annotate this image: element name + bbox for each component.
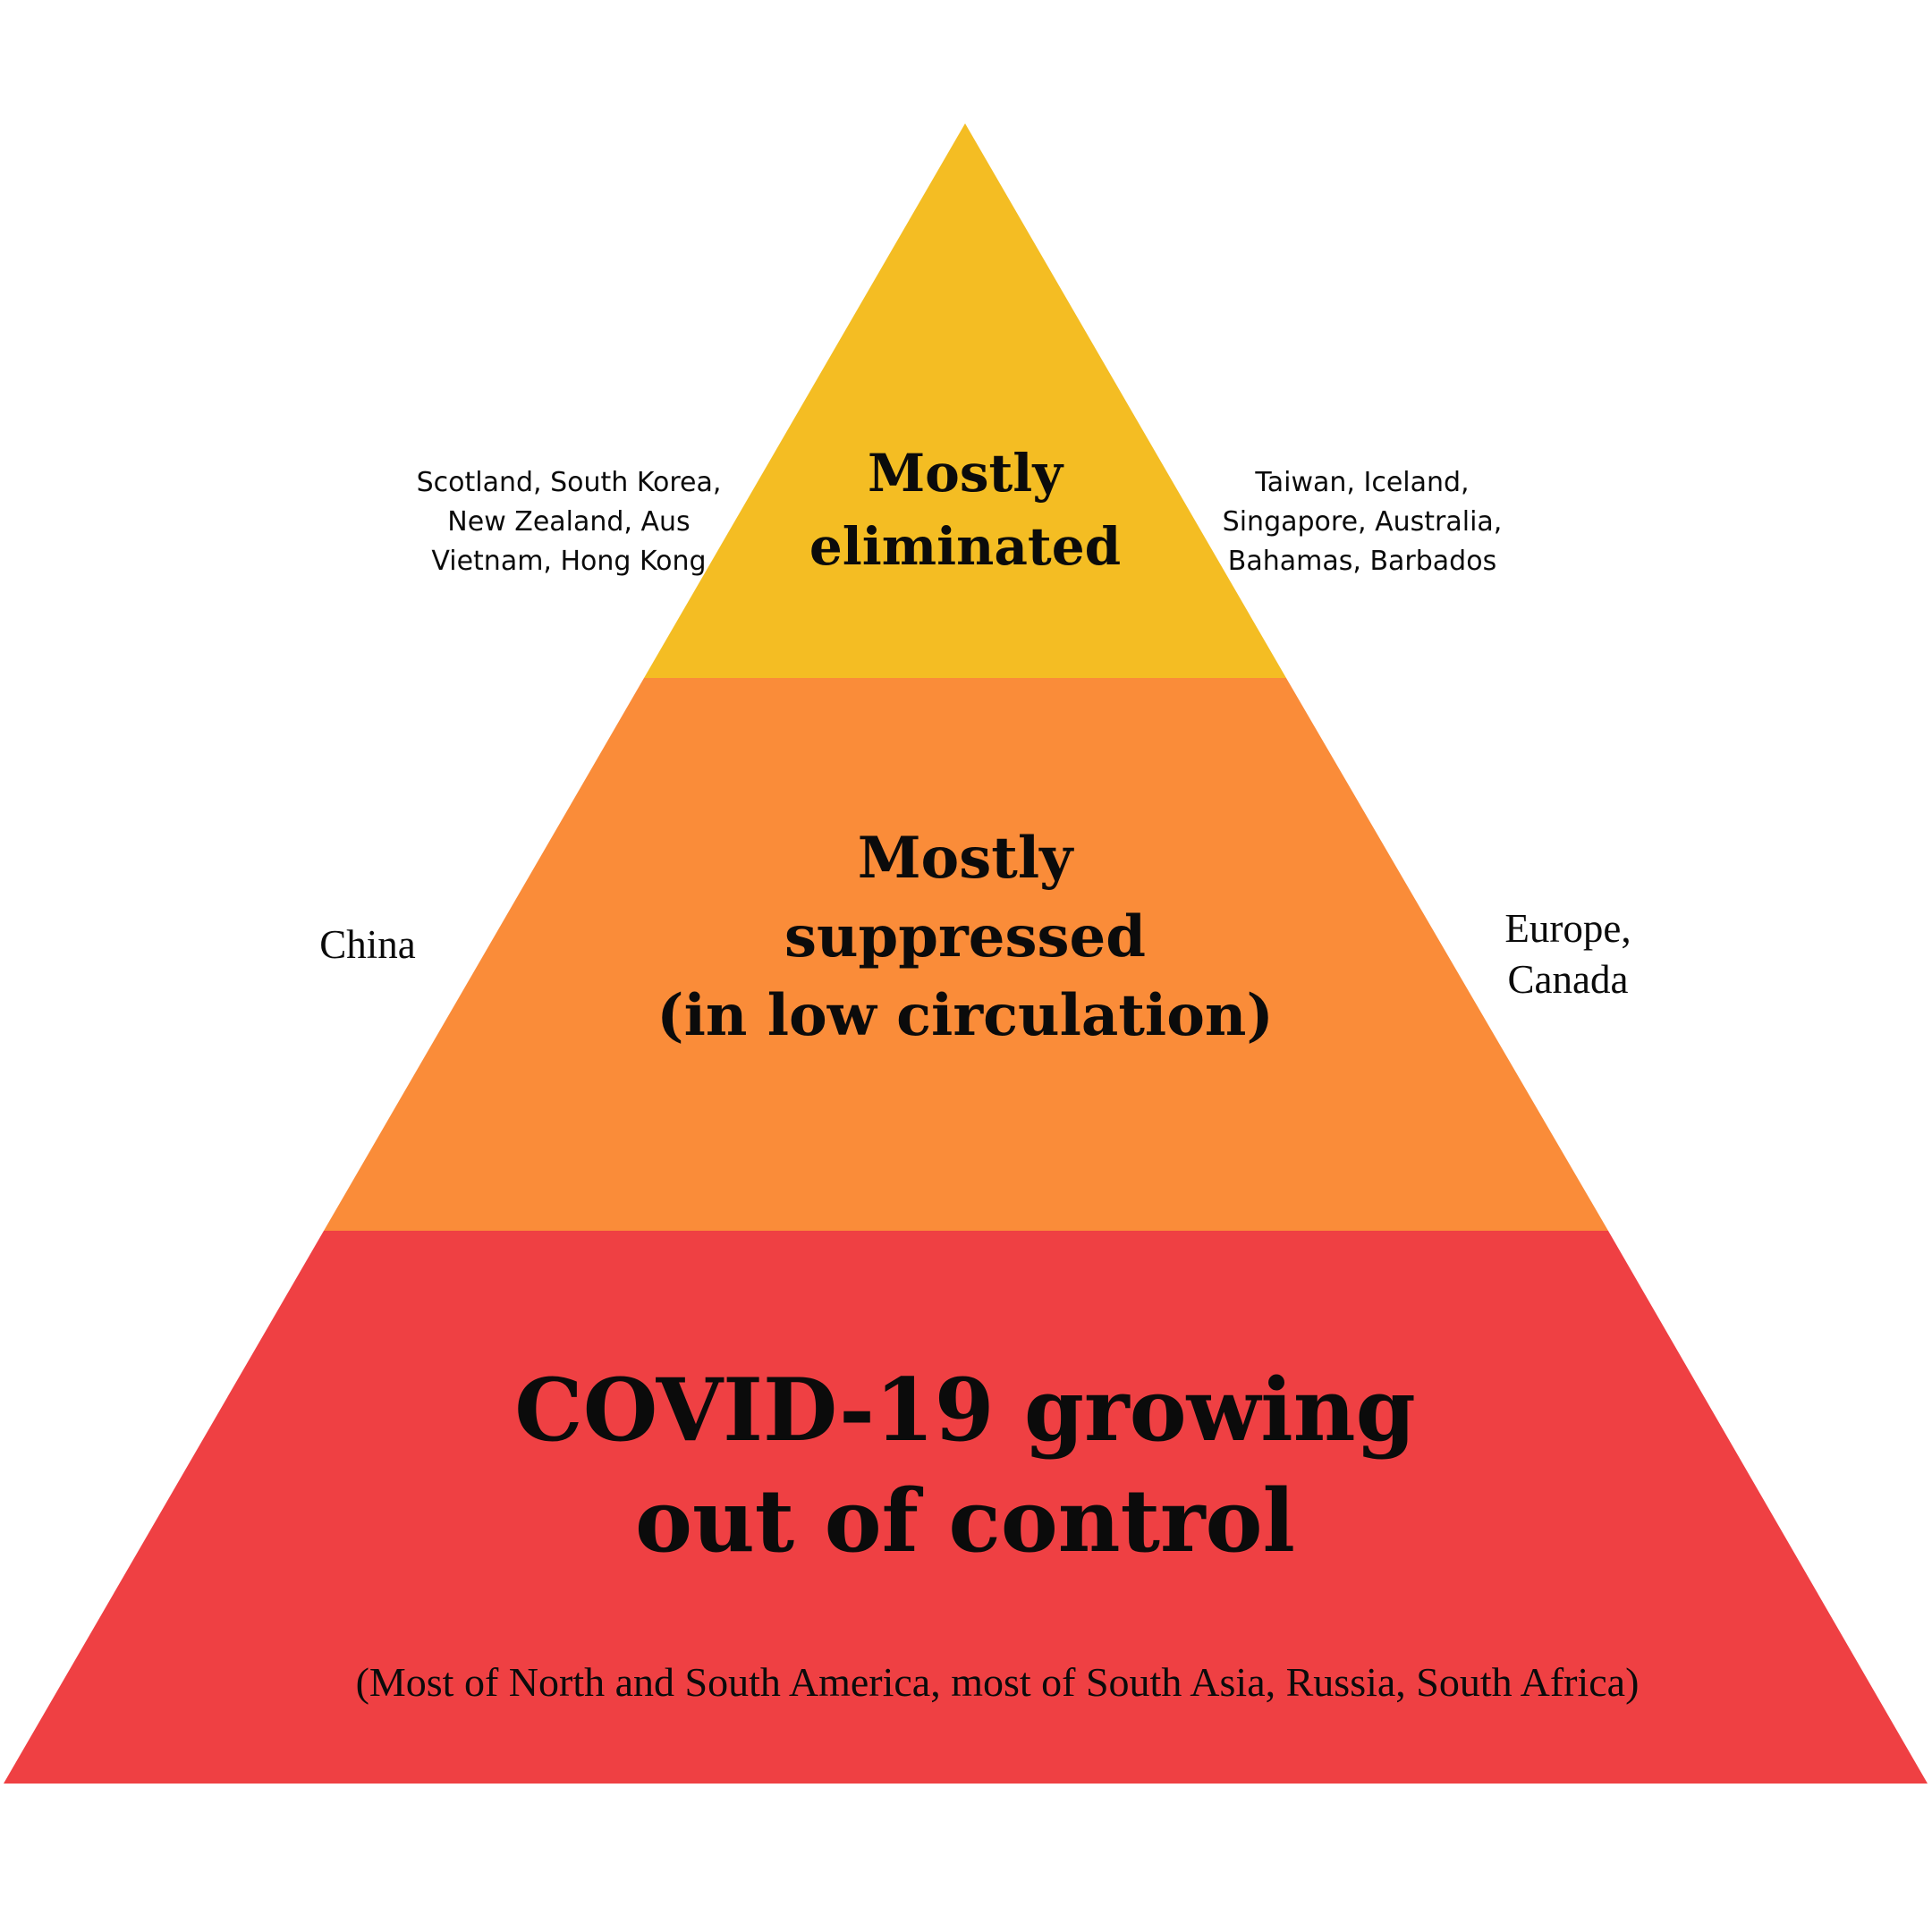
annotation-line: Canada [1507, 957, 1629, 1002]
annotation-line: Vietnam, Hong Kong [431, 546, 707, 577]
tier-bottom-title-line: COVID-19 growing [514, 1360, 1416, 1461]
annotation-line: Singapore, Australia, [1222, 506, 1503, 538]
tier-bottom-title-line: out of control [634, 1470, 1296, 1572]
tier-top-right-annotation: Taiwan, Iceland, Singapore, Australia, B… [1183, 463, 1541, 581]
tier-middle-title-line: suppressed [784, 903, 1147, 970]
tier-bottom-title: COVID-19 growing out of control [339, 1355, 1591, 1577]
tier-top-title: Mostly eliminated [786, 436, 1144, 583]
tier-top-left-annotation: Scotland, South Korea, New Zealand, Aus … [390, 463, 748, 581]
annotation-line: Europe, [1504, 906, 1631, 951]
annotation-line: Scotland, South Korea, [416, 467, 722, 498]
tier-top-title-line: eliminated [809, 516, 1122, 577]
tier-bottom-shape [4, 1231, 1928, 1784]
tier-middle-shape [324, 678, 1608, 1231]
tier-middle-title-line: Mostly [857, 825, 1073, 892]
annotation-line: Bahamas, Barbados [1227, 546, 1497, 577]
tier-bottom-note: (Most of North and South America, most o… [355, 1659, 1640, 1705]
tier-middle-title-line: (in low circulation) [657, 982, 1274, 1049]
tier-middle-title: Mostly suppressed (in low circulation) [607, 819, 1323, 1055]
tier-middle-right-annotation: Europe, Canada [1434, 903, 1702, 1005]
tier-middle-left-annotation: China [278, 919, 457, 970]
annotation-line: New Zealand, Aus [447, 506, 691, 538]
tier-top-title-line: Mostly [867, 443, 1063, 504]
annotation-line: China [319, 922, 416, 967]
tier-top-shape [644, 123, 1286, 678]
annotation-line: Taiwan, Iceland, [1255, 467, 1470, 498]
